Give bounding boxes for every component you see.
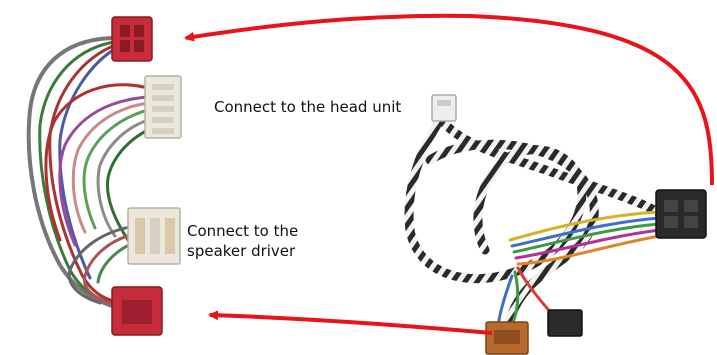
caption-head-unit: Connect to the head unit [214,97,401,117]
red-iso-connector-bottom [112,287,162,335]
black-iso-connector-right [656,190,706,238]
left-wire-bundle [29,38,148,306]
white-small-connector [432,95,456,121]
caption-speaker-driver-line1: Connect to the [187,221,298,241]
caption-speaker-driver: Connect to the speaker driver [187,221,298,261]
red-iso-connector-top [112,17,152,61]
arrow-to-bottom-connector [210,315,492,333]
white-head-unit-connector [145,76,181,138]
orange-iso-connector [486,322,528,354]
white-speaker-driver-connector [128,208,180,264]
caption-speaker-driver-line2: speaker driver [187,241,298,261]
right-braided-cable [409,120,660,320]
black-small-connector [548,310,582,336]
